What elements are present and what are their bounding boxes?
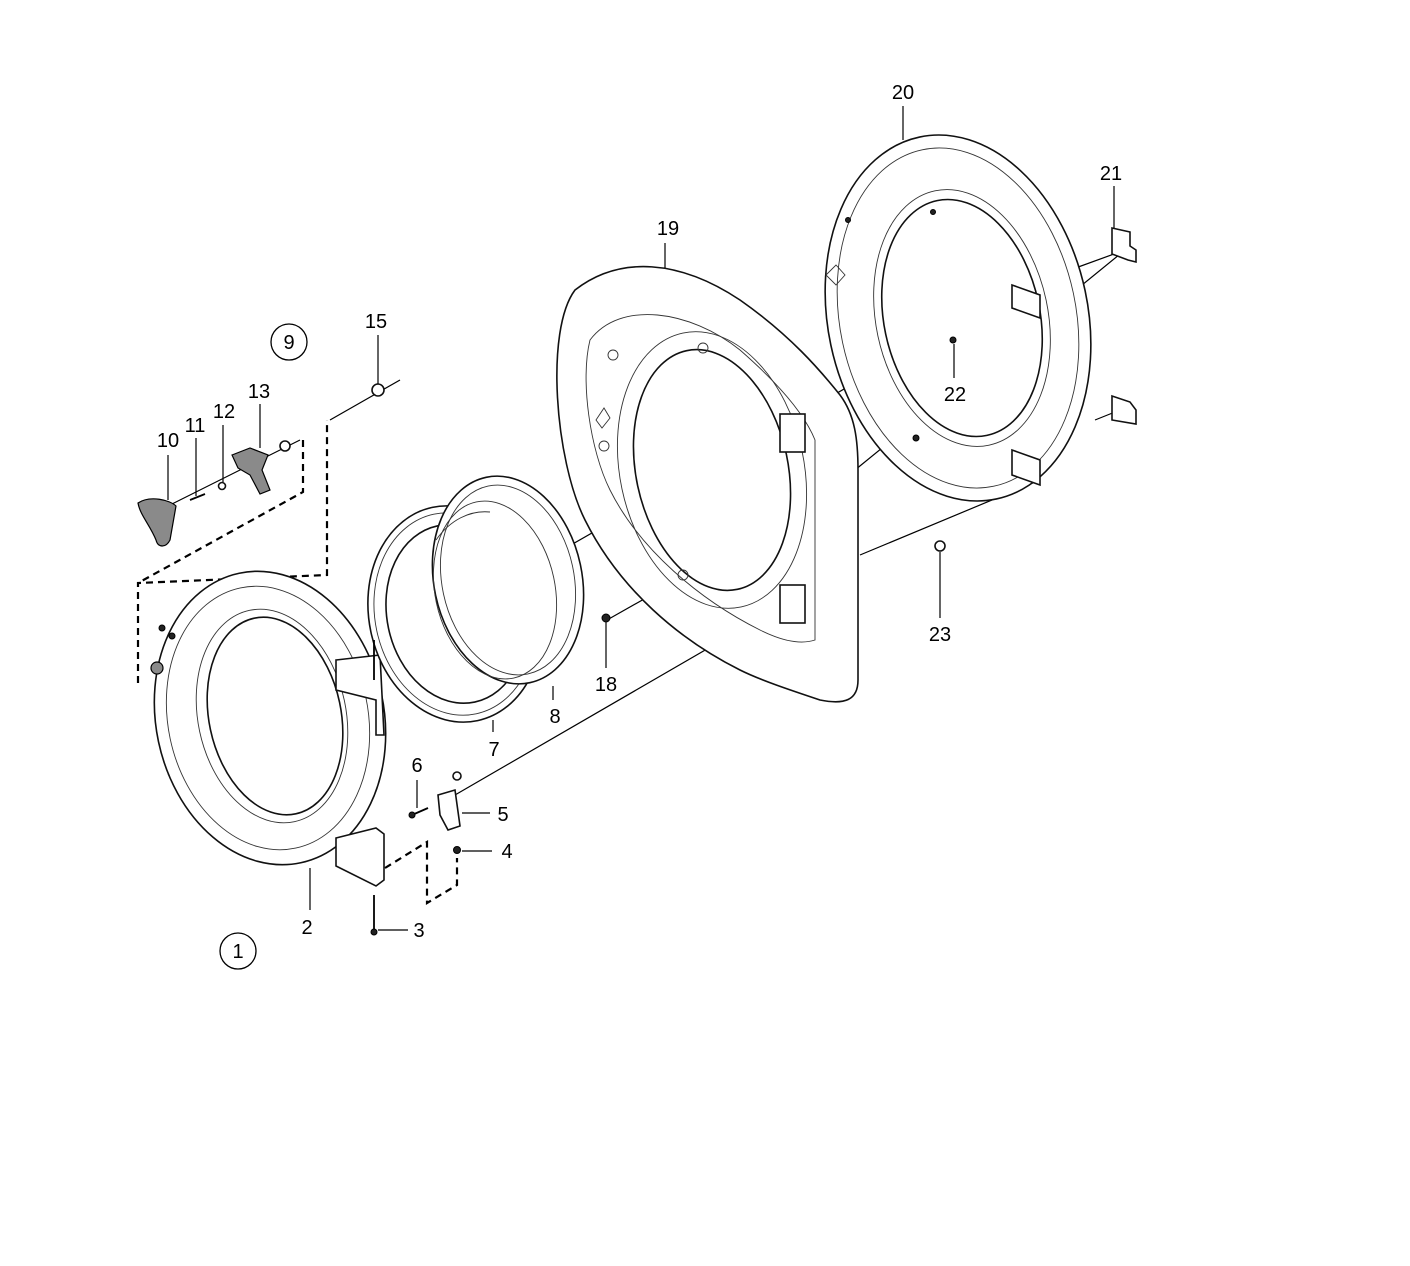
front-panel[interactable] <box>556 265 859 703</box>
label-5: 5 <box>497 804 508 826</box>
label-21: 21 <box>1100 163 1122 185</box>
callout-9: 9 <box>270 323 308 361</box>
label-12: 12 <box>213 401 235 423</box>
label-20: 20 <box>892 82 914 104</box>
label-22: 22 <box>944 384 966 406</box>
door-ring[interactable] <box>128 550 413 887</box>
label-4: 4 <box>501 841 512 863</box>
part-labels: 2 3 4 5 6 7 8 10 11 12 13 15 18 19 20 21… <box>157 82 1122 942</box>
label-23: 23 <box>929 624 951 646</box>
tub-front-ring[interactable] <box>792 110 1123 526</box>
callout-9-text: 9 <box>283 332 294 354</box>
bracket-parts[interactable] <box>1111 227 1137 425</box>
door-glass-bowl[interactable] <box>414 462 602 698</box>
label-8: 8 <box>549 706 560 728</box>
label-6: 6 <box>411 755 422 777</box>
label-19: 19 <box>657 218 679 240</box>
label-2: 2 <box>301 917 312 939</box>
label-7: 7 <box>488 739 499 761</box>
callout-1: 1 <box>219 932 257 970</box>
leader-lines <box>167 106 1115 931</box>
hardware-parts[interactable] <box>137 336 957 936</box>
label-18: 18 <box>595 674 617 696</box>
label-15: 15 <box>365 311 387 333</box>
label-10: 10 <box>157 430 179 452</box>
label-11: 11 <box>185 415 206 437</box>
callout-1-text: 1 <box>232 941 243 963</box>
label-3: 3 <box>413 920 424 942</box>
label-13: 13 <box>248 381 270 403</box>
